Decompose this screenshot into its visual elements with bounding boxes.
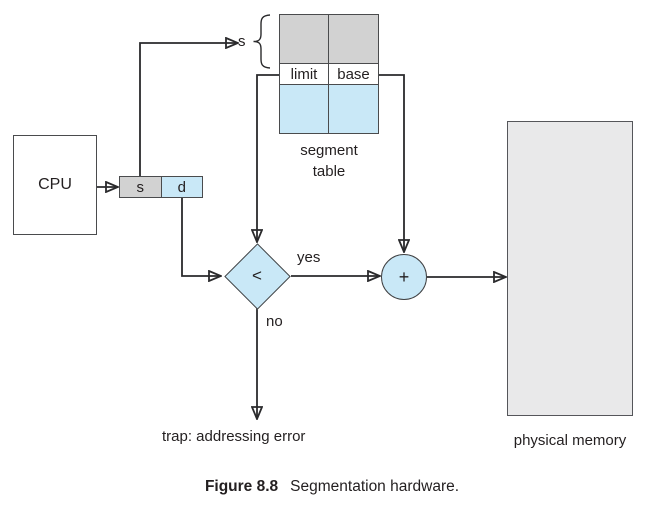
segment-table-base-cell: base (329, 64, 378, 85)
limit-header-label: limit (290, 65, 318, 83)
no-branch-label: no (266, 313, 283, 330)
segment-table-top-left-cell (280, 15, 329, 64)
segment-rows-brace (253, 14, 271, 69)
figure-title: Segmentation hardware. (290, 478, 460, 495)
register-segment-label: s (136, 178, 145, 196)
segment-table-bottom-right-cell (329, 85, 378, 133)
segment-table-bottom-left-cell (280, 85, 329, 133)
figure-number: Figure 8.8 (204, 478, 279, 495)
register-offset-cell: d (161, 177, 202, 197)
logical-address-register: s d (119, 176, 203, 198)
segment-table: limit base (279, 14, 379, 134)
segment-index-label: s (238, 33, 246, 50)
arrow-s-to-segment-table (139, 43, 238, 176)
register-segment-cell: s (120, 177, 162, 197)
segment-table-top-right-cell (329, 15, 378, 64)
segment-table-caption: segment table (300, 142, 358, 180)
physical-memory-label: physical memory (513, 432, 627, 449)
segment-table-limit-cell: limit (280, 64, 329, 85)
arrow-base-to-adder (378, 74, 404, 252)
physical-memory-box (507, 121, 633, 416)
arrow-limit-to-comparator (257, 74, 280, 242)
base-header-label: base (337, 65, 370, 83)
figure-caption: Figure 8.8 Segmentation hardware. (0, 479, 650, 495)
adder-circle: + (381, 254, 427, 300)
yes-branch-label: yes (297, 249, 321, 266)
adder-symbol: + (398, 267, 410, 287)
comparator-symbol: < (252, 266, 262, 285)
arrow-d-to-comparator (181, 197, 221, 276)
register-offset-label: d (177, 178, 186, 196)
trap-label: trap: addressing error (162, 428, 306, 445)
cpu-label: CPU (38, 176, 72, 193)
cpu-box: CPU (13, 135, 97, 235)
